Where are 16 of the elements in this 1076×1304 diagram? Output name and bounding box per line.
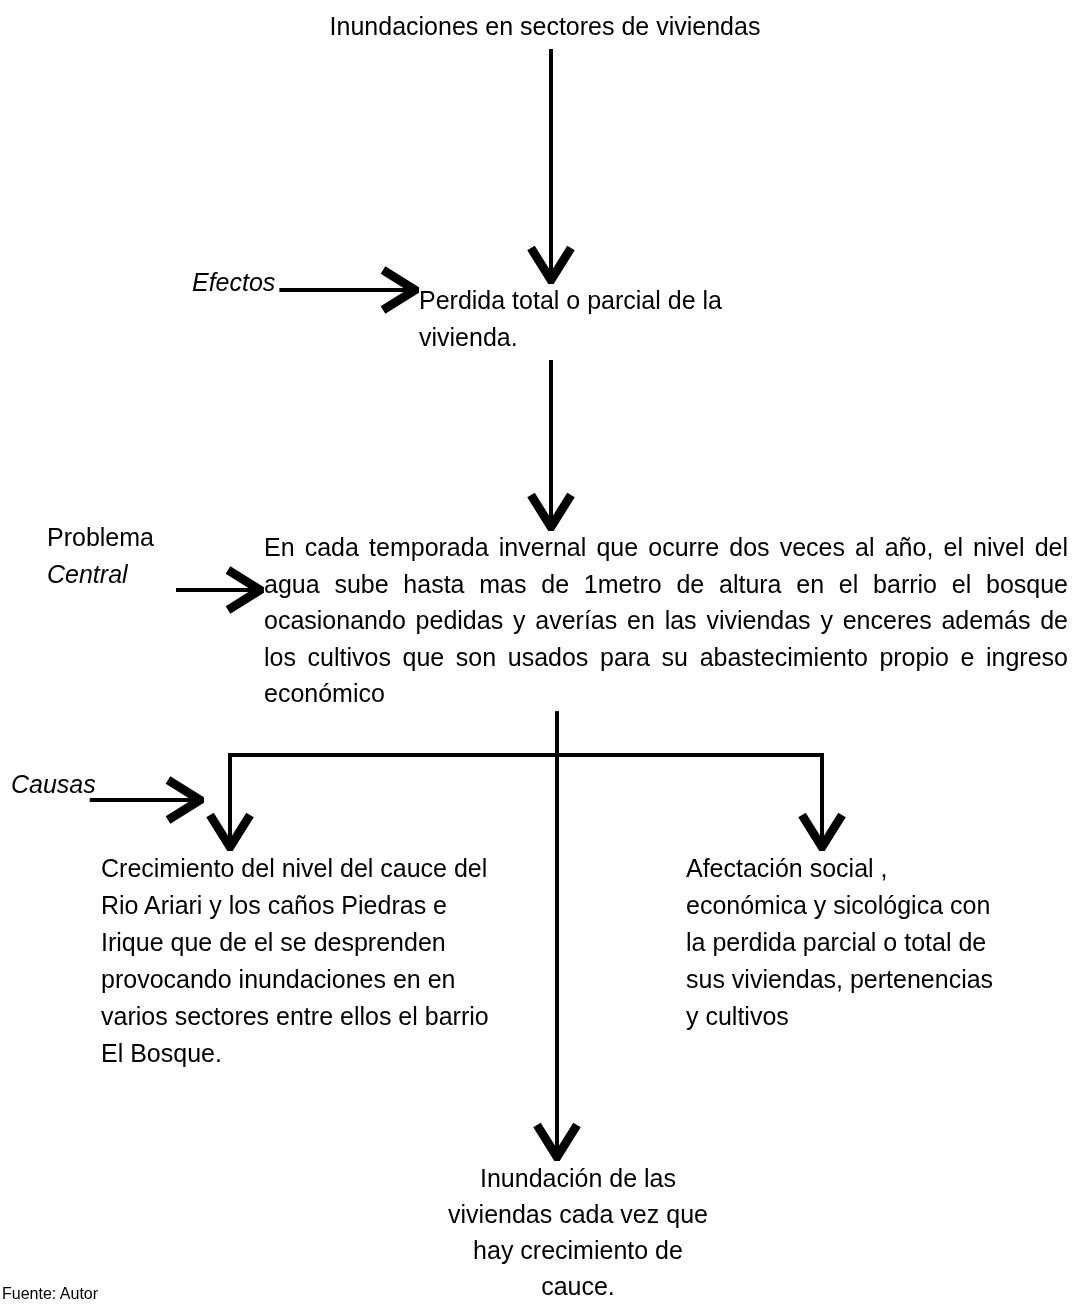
arrow — [279, 265, 420, 315]
arrow — [526, 360, 576, 532]
cause-text: Inundación de las viviendas cada vez que hay crecimiento de cauce. — [448, 1160, 708, 1304]
problem-text: En cada temporada invernal que ocurre dos veces al año, el nivel del agua sube hasta mas de 1metro de altura en el barrio el bosque ocasionando pedidas y averías en las viviendas y enceres además de los cultivos que son usados para su abastecimiento propio e ingreso económico — [264, 529, 1068, 712]
section-label: Problema Central — [47, 519, 172, 593]
effect-text: Perdida total o parcial de la vivienda. — [419, 282, 739, 356]
cause-text: Crecimiento del nivel del cauce del Rio Ariari y los caños Piedras e Irique que de el se desprenden provocando inundaciones en en varios sectores entre ellos el barrio El Bosque. — [101, 850, 496, 1072]
diagram-heading: Inundaciones en sectores de viviendas — [200, 8, 890, 45]
arrow — [176, 565, 265, 615]
arrow — [89, 775, 205, 825]
section-label: Causas — [11, 766, 96, 803]
cause-text: Afectación social , económica y sicológica con la perdida parcial o total de sus viviendas, pertenencias y cultivos — [686, 850, 1001, 1035]
arrow — [555, 711, 847, 852]
source-note: Fuente: Autor — [2, 1285, 99, 1303]
section-label: Efectos — [192, 264, 276, 301]
arrow — [526, 49, 576, 285]
